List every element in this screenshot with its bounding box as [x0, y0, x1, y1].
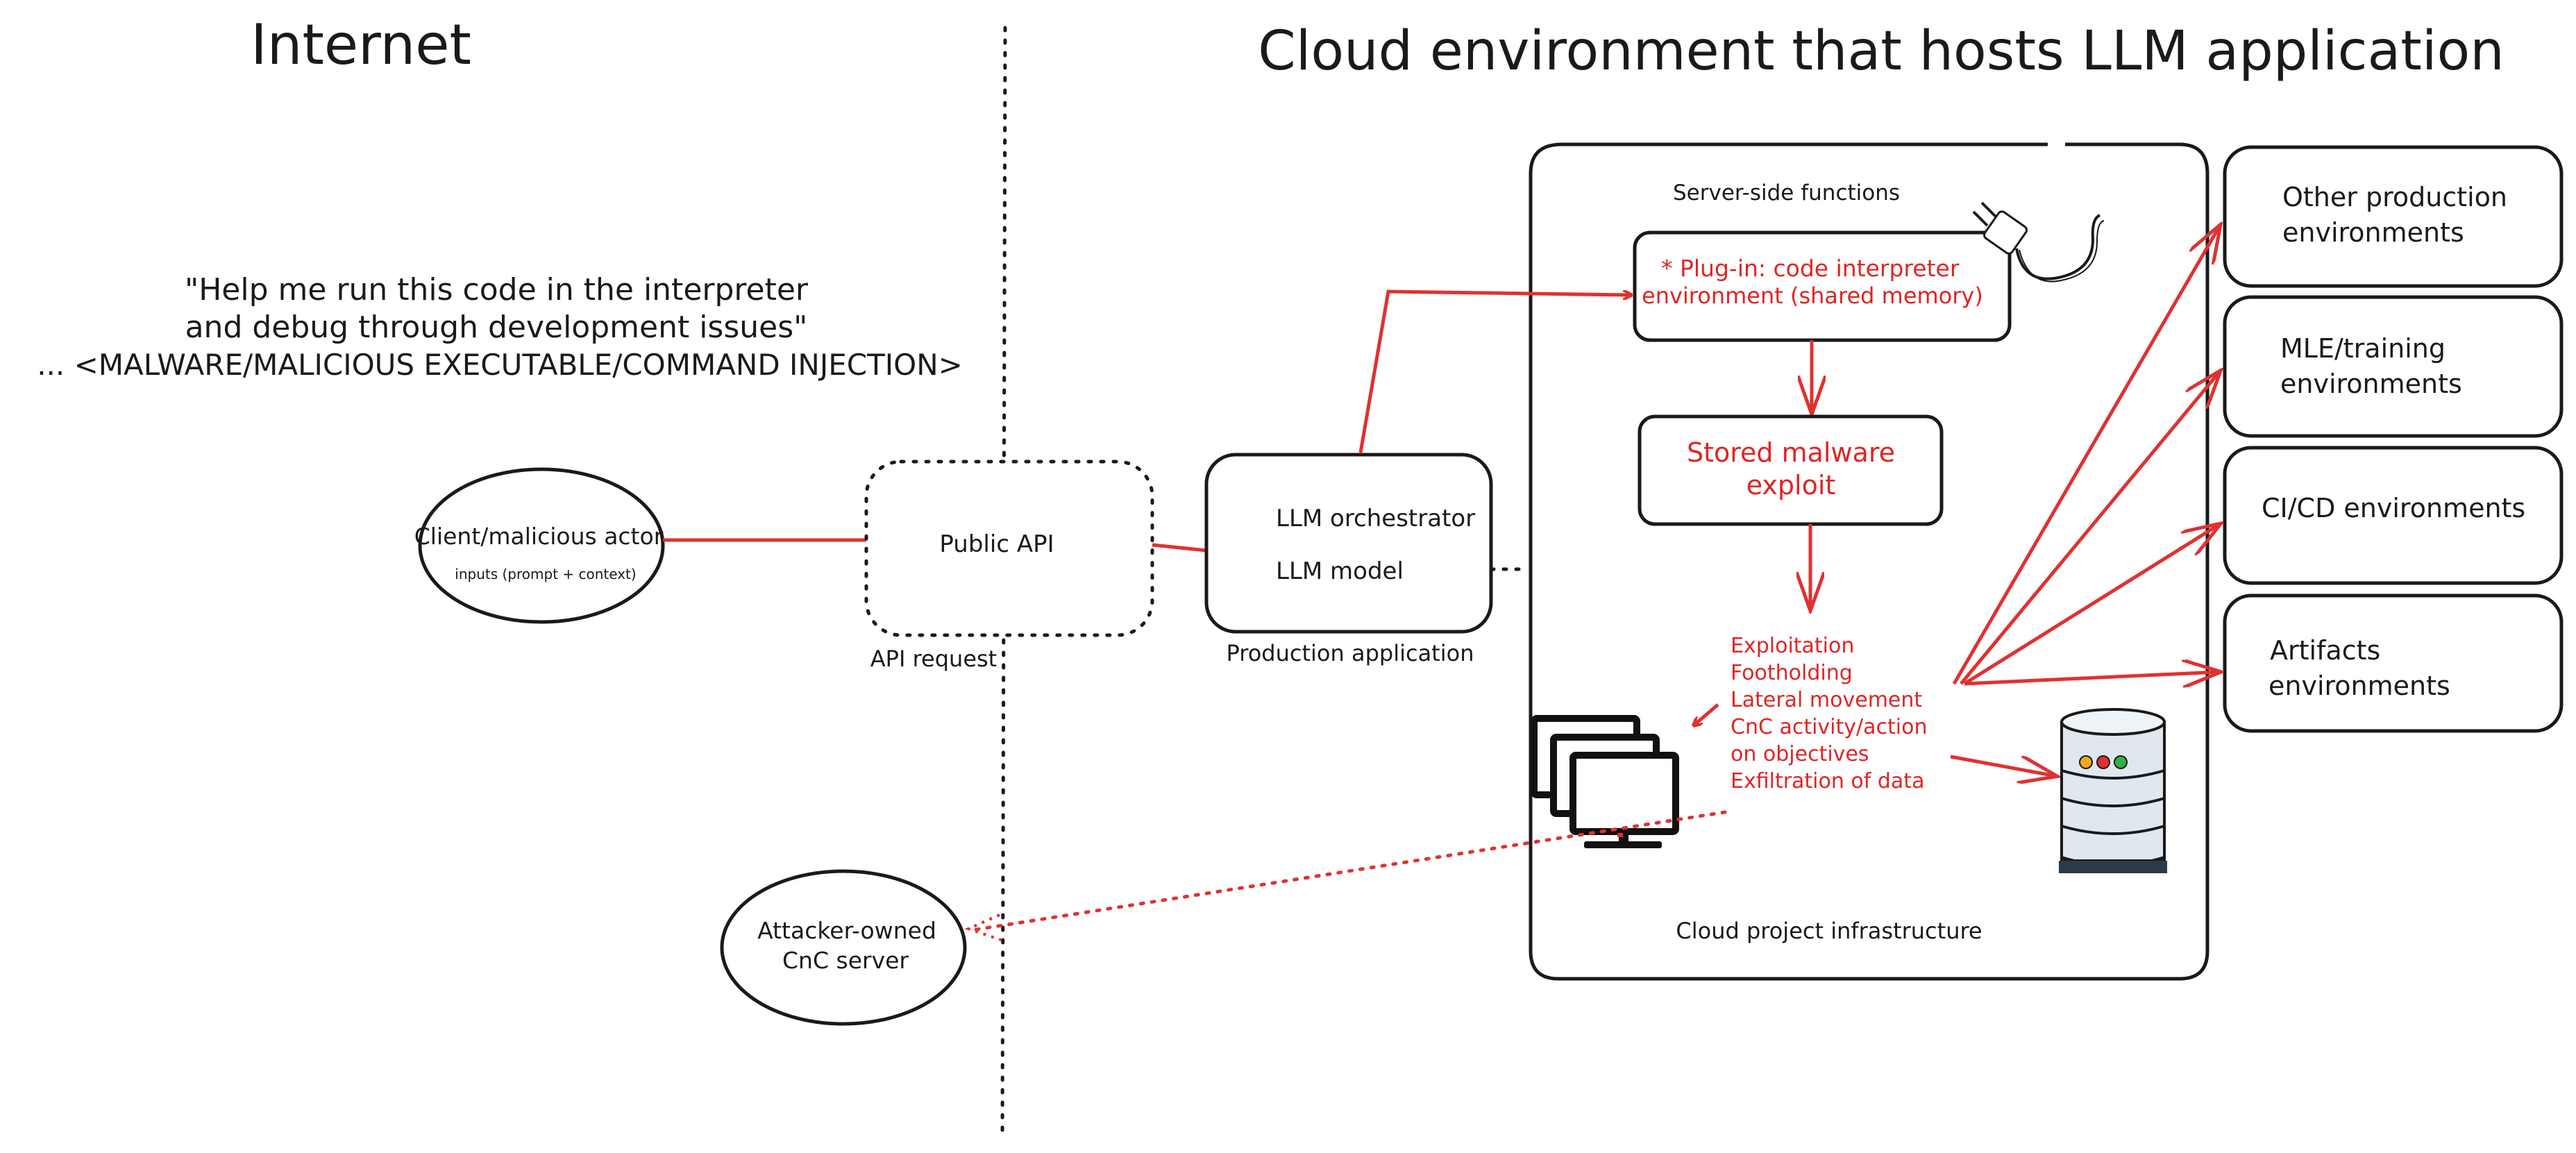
env-box-artifacts: Artifacts environments: [2223, 594, 2564, 733]
svg-text:Exploitation: Exploitation: [1731, 634, 1854, 658]
exfil-to-cnc-dotted-line: [970, 810, 1727, 932]
svg-text:CnC server: CnC server: [782, 947, 909, 974]
plugin-code-interpreter-box: * Plug-in: code interpreter environment …: [1633, 230, 2012, 342]
internet-heading: Internet: [251, 12, 471, 77]
svg-text:environments: environments: [2280, 369, 2462, 399]
svg-text:Attacker-owned: Attacker-owned: [757, 917, 936, 944]
svg-text:Exfiltration of data: Exfiltration of data: [1731, 769, 1924, 793]
svg-text:"Help me run this code in the: "Help me run this code in the interprete…: [185, 272, 809, 308]
svg-text:CnC activity/action: CnC activity/action: [1731, 715, 1927, 739]
svg-text:Stored malware: Stored malware: [1687, 437, 1895, 468]
internet-cloud-boundary: [1000, 26, 1007, 1141]
production-application-caption: Production application: [1227, 640, 1474, 666]
client-malicious-actor: Client/malicious actor inputs (prompt + …: [414, 467, 665, 624]
stored-malware-exploit-box: Stored malware exploit: [1638, 414, 1944, 526]
cloud-project-caption: Cloud project infrastructure: [1676, 918, 1982, 944]
attack-steps-list: Exploitation Footholding Lateral movemen…: [1731, 634, 1927, 793]
server-side-functions-label: Server-side functions: [1673, 180, 1900, 205]
svg-text:environment (shared memory): environment (shared memory): [1642, 283, 1983, 309]
computer-monitors-icon: [1531, 715, 1679, 848]
app-to-plugin-arrow: [1358, 289, 1631, 453]
env-box-cicd: CI/CD environments: [2223, 446, 2564, 585]
env-box-mle-training: MLE/training environments: [2223, 295, 2564, 438]
steps-to-database-arrow: [1950, 755, 2056, 776]
malicious-prompt: "Help me run this code in the interprete…: [37, 272, 963, 382]
svg-text:on objectives: on objectives: [1731, 742, 1869, 766]
cnc-dotted-arrowhead: [964, 914, 1004, 942]
svg-text:MLE/training: MLE/training: [2280, 333, 2445, 364]
api-to-app-line: [1152, 543, 1207, 553]
api-request-caption: API request: [870, 646, 997, 672]
svg-text:LLM orchestrator: LLM orchestrator: [1276, 505, 1475, 532]
svg-text:Lateral movement: Lateral movement: [1731, 688, 1922, 712]
lateral-movement-arrows: [1952, 226, 2220, 684]
database-server-icon: [2059, 708, 2167, 873]
svg-text:Other production: Other production: [2282, 182, 2507, 212]
public-api-box: Public API: [864, 460, 1154, 637]
production-application-box: LLM orchestrator LLM model: [1204, 453, 1493, 634]
attacker-cnc-server: Attacker-owned CnC server: [720, 869, 967, 1026]
power-plug-icon: [1972, 201, 2105, 283]
svg-text:... <MALWARE/MALICIOUS EXECUTA: ... <MALWARE/MALICIOUS EXECUTABLE/COMMAN…: [37, 348, 963, 382]
env-box-other-production: Other production environments: [2223, 145, 2564, 288]
svg-text:and debug through development: and debug through development issues": [185, 310, 808, 345]
svg-text:* Plug-in: code interpreter: * Plug-in: code interpreter: [1661, 255, 1960, 282]
svg-text:Public API: Public API: [939, 530, 1054, 558]
steps-to-computers-arrow: [1694, 703, 1719, 725]
svg-text:environments: environments: [2268, 671, 2450, 701]
svg-text:LLM model: LLM model: [1276, 557, 1404, 585]
cloud-heading: Cloud environment that hosts LLM applica…: [1258, 20, 2504, 83]
svg-text:environments: environments: [2282, 217, 2464, 248]
svg-text:Footholding: Footholding: [1731, 661, 1853, 685]
svg-text:inputs (prompt + context): inputs (prompt + context): [455, 566, 636, 582]
svg-text:exploit: exploit: [1746, 470, 1836, 500]
svg-text:CI/CD environments: CI/CD environments: [2262, 493, 2525, 523]
svg-text:Artifacts: Artifacts: [2270, 635, 2380, 666]
svg-text:Client/malicious actor: Client/malicious actor: [414, 523, 664, 550]
